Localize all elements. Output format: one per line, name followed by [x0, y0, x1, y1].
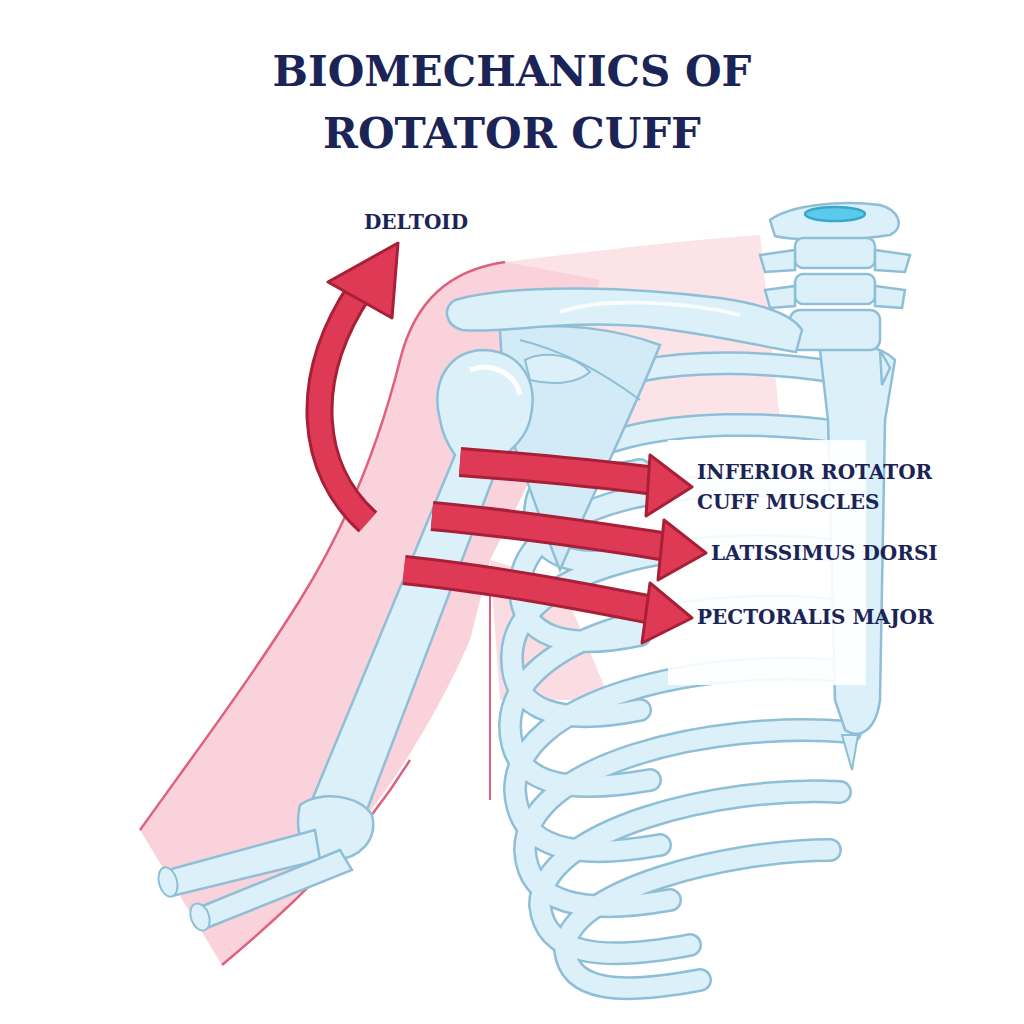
arrow-head [658, 520, 706, 580]
diagram-title: BIOMECHANICS OF ROTATOR CUFF [232, 41, 792, 165]
rib [515, 668, 855, 851]
force-arrow [460, 462, 655, 481]
ulna [195, 850, 352, 928]
muscle-outline [489, 570, 491, 800]
muscle-label: PECTORALIS MAJOR [697, 602, 997, 632]
force-arrow-outline [404, 570, 652, 610]
vertebra [770, 203, 899, 240]
coracoid [525, 355, 590, 383]
force-arrow [404, 570, 652, 610]
vertebral-disc [805, 207, 865, 221]
muscle-label: INFERIOR ROTATOR CUFF MUSCLES [697, 457, 952, 517]
force-arrow-outline [432, 516, 668, 547]
force-arrow [319, 290, 368, 522]
bone-end [187, 901, 213, 933]
vertebra-process [765, 286, 795, 308]
vertebra-process [875, 250, 910, 272]
vertebra-process [760, 250, 795, 272]
force-arrow-outline [319, 290, 368, 522]
scapula-spine [520, 340, 640, 400]
muscle-label: DELTOID [364, 207, 564, 237]
force-arrow [432, 516, 668, 547]
vertebra [790, 310, 880, 350]
vertebra [795, 238, 875, 268]
vertebra-process [880, 350, 890, 385]
force-arrow-outline [460, 462, 655, 481]
spine [760, 203, 910, 385]
bone-highlight [560, 303, 740, 315]
rib [525, 730, 850, 906]
arrow-head [646, 455, 692, 516]
xiphoid [842, 735, 858, 770]
rib [565, 850, 830, 988]
rib [515, 668, 855, 851]
bone-highlight [470, 367, 520, 395]
muscle-label: LATISSIMUS DORSI [711, 538, 1011, 568]
force-arrows [404, 455, 706, 643]
rib [565, 850, 830, 988]
vertebra-process [875, 286, 905, 308]
arrow-head [642, 583, 692, 643]
vertebra [795, 274, 875, 304]
arrow-head [328, 243, 398, 318]
bone-end [155, 865, 180, 899]
clavicle [447, 288, 802, 352]
